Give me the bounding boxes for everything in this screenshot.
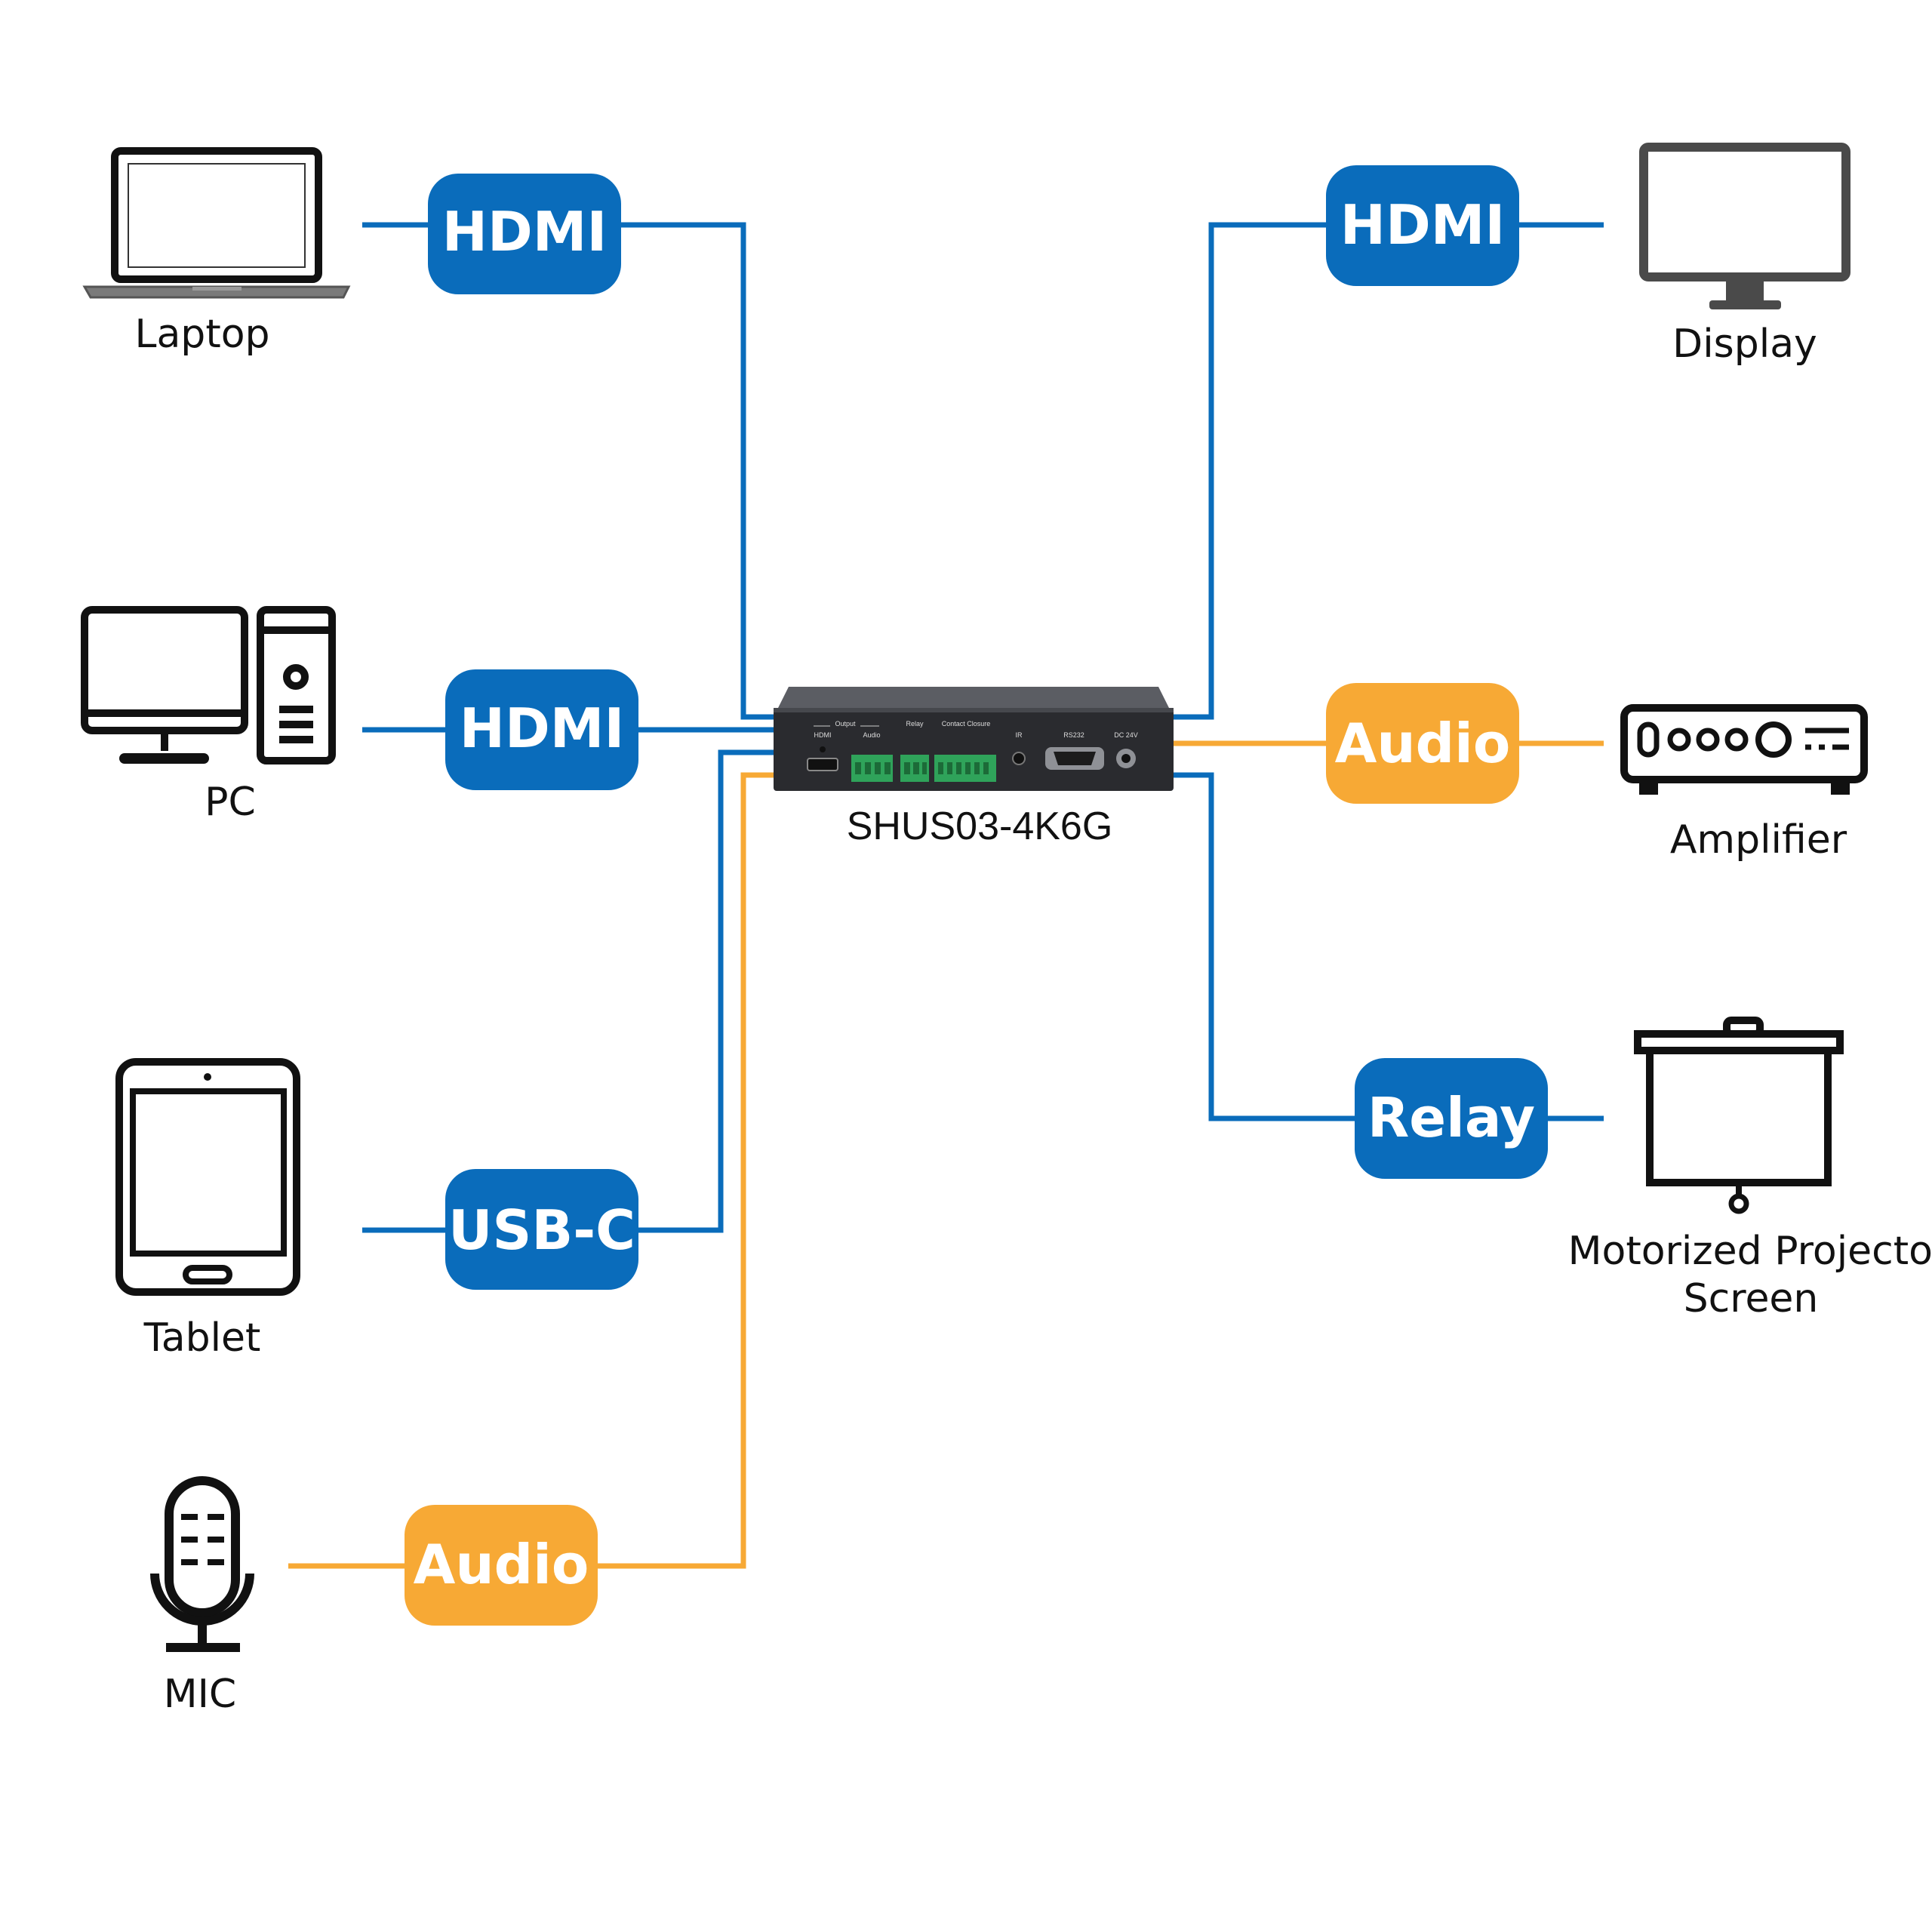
svg-text:USB-C: USB-C bbox=[448, 1198, 635, 1262]
monitor-icon bbox=[1639, 143, 1850, 309]
laptop-icon bbox=[82, 147, 351, 299]
panel-hdmi-label: HDMI bbox=[814, 731, 832, 739]
tag-display-hdmi: HDMI bbox=[1326, 165, 1519, 286]
label-laptop: Laptop bbox=[134, 312, 269, 357]
tag-laptop-hdmi: HDMI bbox=[428, 174, 621, 294]
connection-lines bbox=[288, 222, 1604, 1569]
panel-contact-closure-label: Contact Closure bbox=[942, 720, 991, 728]
ir-port bbox=[1012, 752, 1026, 765]
svg-text:Audio: Audio bbox=[414, 1533, 589, 1596]
laptop-link-line bbox=[362, 222, 777, 720]
tag-screen-relay: Relay bbox=[1355, 1058, 1548, 1179]
label-mic: MIC bbox=[164, 1672, 237, 1717]
hdmi-output-port bbox=[807, 746, 838, 771]
display-link-line bbox=[1170, 222, 1604, 720]
label-tablet: Tablet bbox=[143, 1315, 261, 1361]
audio-terminal-block bbox=[851, 755, 893, 782]
panel-audio-label: Audio bbox=[863, 731, 880, 739]
rs232-port bbox=[1045, 747, 1104, 770]
tablet-link-line bbox=[362, 749, 777, 1233]
dc-power-port bbox=[1116, 749, 1136, 768]
tag-mic-audio: Audio bbox=[405, 1505, 598, 1626]
svg-text:HDMI: HDMI bbox=[460, 697, 624, 760]
label-screen-line2: Screen bbox=[1684, 1276, 1819, 1321]
label-screen-line1: Motorized Projector bbox=[1568, 1229, 1932, 1274]
svg-text:HDMI: HDMI bbox=[1340, 193, 1505, 257]
tag-tablet-usbc: USB-C bbox=[445, 1169, 638, 1290]
panel-ir-label: IR bbox=[1016, 731, 1023, 739]
panel-rs232-label: RS232 bbox=[1063, 731, 1084, 739]
amplifier-icon bbox=[1620, 704, 1868, 795]
label-amplifier: Amplifier bbox=[1670, 817, 1847, 863]
svg-text:Audio: Audio bbox=[1335, 712, 1511, 775]
contact-closure-terminal-block bbox=[934, 755, 996, 782]
panel-output-label: Output bbox=[835, 720, 856, 728]
desktop-pc-icon bbox=[81, 606, 336, 764]
switcher-device: Output HDMI Audio Relay Contact Closure … bbox=[774, 687, 1174, 791]
device-model-label: SHUS03-4K6G bbox=[847, 804, 1113, 848]
label-pc: PC bbox=[205, 780, 256, 825]
svg-text:HDMI: HDMI bbox=[442, 200, 607, 263]
microphone-icon bbox=[150, 1476, 254, 1652]
panel-dc-label: DC 24V bbox=[1114, 731, 1138, 739]
tablet-icon bbox=[115, 1058, 300, 1296]
tag-pc-hdmi: HDMI bbox=[445, 669, 638, 790]
relay-terminal-block bbox=[900, 755, 929, 782]
tag-amplifier-audio: Audio bbox=[1326, 683, 1519, 804]
label-display: Display bbox=[1672, 321, 1817, 367]
projector-screen-icon bbox=[1634, 1017, 1844, 1214]
svg-text:Relay: Relay bbox=[1367, 1086, 1535, 1149]
panel-relay-label: Relay bbox=[906, 720, 924, 728]
